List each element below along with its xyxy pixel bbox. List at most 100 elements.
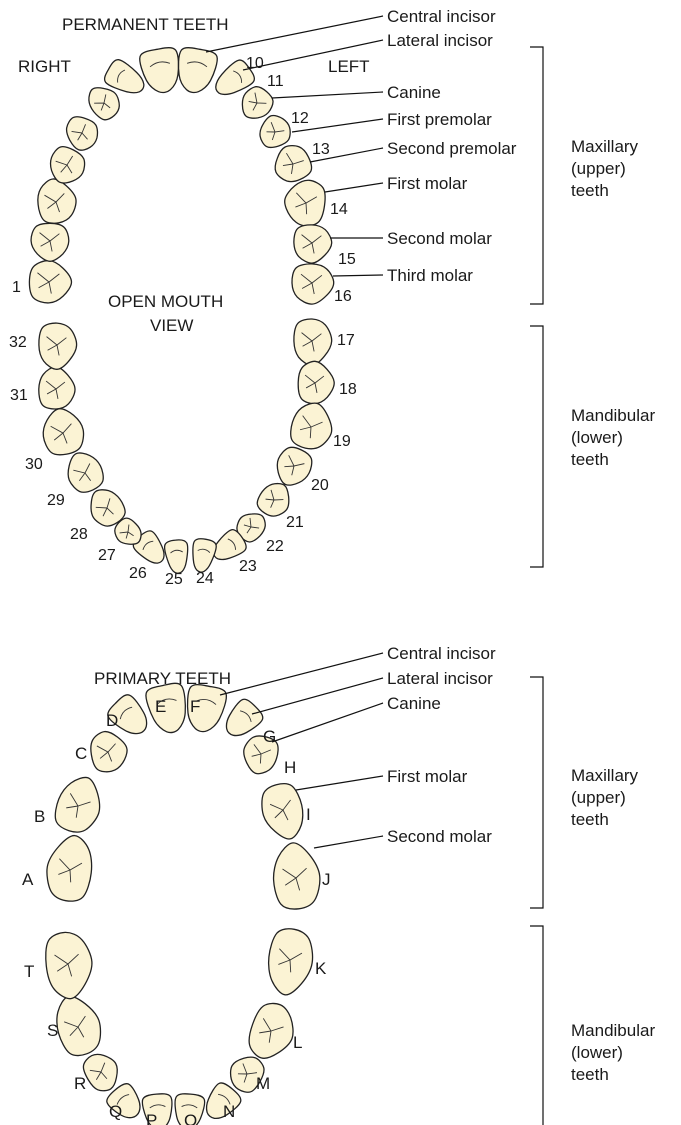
permanent-tooth-20 [277,447,311,485]
tooth-number-15: 15 [338,251,356,268]
primary-tooth-a [47,836,92,902]
tooth-letter-s: S [47,1021,58,1040]
permanent-tooth-5 [67,117,98,150]
prim-leader-first-molar [296,776,383,790]
permanent-tooth-1 [29,261,71,303]
tooth-letter-i: I [306,805,311,824]
prim-leader-lateral-incisor [252,678,383,714]
permanent-tooth-15 [294,225,332,263]
perm-label-third-molar: Third molar [387,266,473,285]
permanent-tooth-2 [31,223,69,261]
perm-label-central-incisor: Central incisor [387,7,496,26]
permanent-heading: PERMANENT TEETH [62,15,229,34]
right-side-label: RIGHT [18,57,71,76]
tooth-letter-c: C [75,744,87,763]
permanent-tooth-6 [89,88,119,120]
permanent-tooth-16 [292,264,334,304]
tooth-number-20: 20 [311,477,329,494]
open-mouth-label: OPEN MOUTH [108,292,223,311]
permanent-tooth-17 [294,319,332,365]
perm-mandibular-label-2: (lower) [571,428,623,447]
tooth-letter-b: B [34,807,45,826]
permanent-tooth-32 [39,323,77,369]
prim-label-lateral-incisor: Lateral incisor [387,669,493,688]
primary-tooth-t [46,932,92,998]
perm-label-canine: Canine [387,83,441,102]
perm-mandibular-label-1: Mandibular [571,406,655,425]
tooth-number-17: 17 [337,332,355,349]
perm-leader-first-molar [325,183,383,192]
prim-label-second-molar: Second molar [387,827,492,846]
tooth-letter-t: T [24,962,34,981]
permanent-tooth-24 [193,539,216,572]
prim-label-canine: Canine [387,694,441,713]
tooth-letter-k: K [315,959,327,978]
prim-maxillary-label-3: teeth [571,810,609,829]
tooth-number-10: 10 [246,55,264,72]
tooth-number-25: 25 [165,571,183,588]
prim-leader-central-incisor [220,653,383,695]
permanent-tooth-21 [257,484,289,517]
perm-maxillary-bracket [530,47,543,304]
tooth-number-32: 32 [9,334,27,351]
tooth-number-14: 14 [330,201,348,218]
permanent-tooth-31 [39,367,75,409]
tooth-letter-f: F [190,697,200,716]
perm-mandibular-bracket [530,326,543,567]
tooth-letter-r: R [74,1074,86,1093]
tooth-letter-l: L [293,1033,302,1052]
permanent-tooth-19 [291,403,332,449]
perm-label-first-premolar: First premolar [387,110,492,129]
tooth-number-29: 29 [47,492,65,509]
perm-leader-third-molar [333,275,383,276]
prim-leader-second-molar [314,836,383,848]
permanent-tooth-25 [165,540,188,573]
tooth-letter-p: P [146,1111,157,1125]
perm-label-first-molar: First molar [387,174,468,193]
prim-mandibular-label-3: teeth [571,1065,609,1084]
perm-label-lateral-incisor: Lateral incisor [387,31,493,50]
perm-label-second-molar: Second molar [387,229,492,248]
prim-maxillary-bracket [530,677,543,908]
permanent-tooth-12 [260,116,290,148]
permanent-tooth-3 [38,179,76,223]
left-side-label: LEFT [328,57,370,76]
prim-mandibular-label-2: (lower) [571,1043,623,1062]
tooth-number-22: 22 [266,538,284,555]
tooth-letter-a: A [22,870,34,889]
tooth-letter-h: H [284,758,296,777]
tooth-letter-d: D [106,711,118,730]
tooth-number-11: 11 [267,73,284,90]
permanent-tooth-7 [105,60,144,93]
primary-tooth-k [269,929,313,995]
perm-mandibular-label-3: teeth [571,450,609,469]
tooth-letter-g: G [263,727,276,746]
permanent-tooth-8 [140,48,179,93]
tooth-letter-e: E [155,697,166,716]
perm-maxillary-label-2: (upper) [571,159,626,178]
prim-mandibular-bracket [530,926,543,1125]
perm-label-second-premolar: Second premolar [387,139,517,158]
tooth-number-19: 19 [333,433,351,450]
primary-tooth-l [249,1003,293,1058]
primary-heading: PRIMARY TEETH [94,669,231,688]
tooth-number-27: 27 [98,547,116,564]
permanent-tooth-13 [275,146,311,182]
tooth-letter-o: O [184,1111,197,1125]
permanent-tooth-18 [298,361,334,403]
permanent-tooth-9 [179,48,218,93]
prim-mandibular-label-1: Mandibular [571,1021,655,1040]
perm-maxillary-label-3: teeth [571,181,609,200]
tooth-letter-m: M [256,1074,270,1093]
tooth-number-18: 18 [339,381,357,398]
tooth-number-30: 30 [25,456,43,473]
primary-tooth-b [55,777,99,832]
primary-tooth-j [274,843,320,909]
perm-maxillary-label-1: Maxillary [571,137,639,156]
permanent-tooth-11 [242,87,273,119]
permanent-tooth-29 [68,453,103,492]
primary-tooth-r [83,1054,117,1090]
tooth-number-31: 31 [10,387,28,404]
prim-maxillary-label-1: Maxillary [571,766,639,785]
